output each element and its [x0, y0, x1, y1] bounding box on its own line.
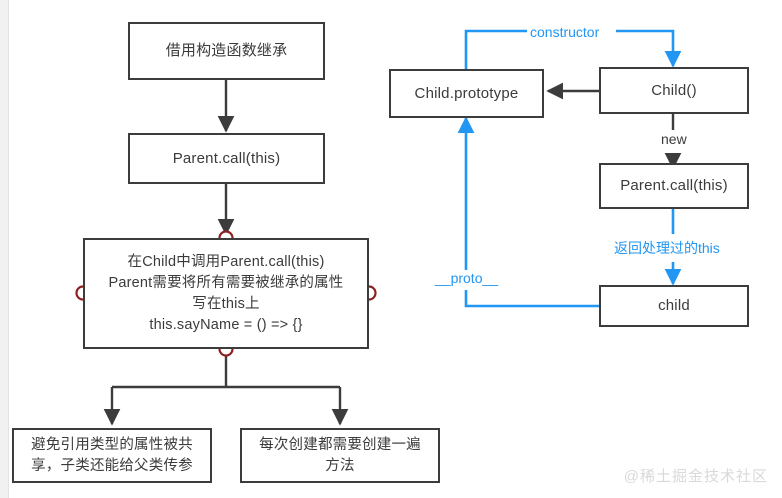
node-child-prototype[interactable]: Child.prototype [389, 69, 544, 118]
node-child-instance[interactable]: child [599, 285, 749, 327]
node-child-fn-label: Child() [651, 81, 697, 99]
node-pro-note-line-1: 避免引用类型的属性被共 [31, 436, 193, 453]
edge-label-new: new [658, 131, 690, 147]
edge-label-new-text: new [661, 131, 687, 147]
node-con-note-line-1: 每次创建都需要创建一遍 [259, 436, 421, 453]
node-child-fn[interactable]: Child() [599, 67, 749, 114]
watermark-text: @稀土掘金技术社区 [623, 468, 768, 485]
edge-detail-branch [103, 349, 349, 426]
edge-label-constructor-text: constructor [530, 24, 600, 40]
node-child-instance-label: child [658, 297, 690, 314]
edge-label-return-this: 返回处理过的this [611, 238, 723, 258]
node-detail-note-line-1: 在Child中调用Parent.call(this) [127, 253, 325, 270]
node-parent-call-this-label: Parent.call(this) [172, 149, 281, 167]
edge-label-proto: __proto__ [432, 270, 502, 286]
node-parent-call-this-right-label: Parent.call(this) [620, 177, 728, 194]
edge-label-proto-text: __proto__ [435, 270, 499, 286]
node-child-prototype-label: Child.prototype [414, 84, 519, 102]
node-pro-note-line-2: 享，子类还能给父类传参 [31, 457, 193, 474]
edge-label-return-this-text: 返回处理过的this [614, 240, 720, 256]
node-borrow-constructor-label: 借用构造函数继承 [165, 42, 288, 59]
node-borrow-constructor[interactable]: 借用构造函数继承 [128, 22, 325, 80]
node-pro-note[interactable]: 避免引用类型的属性被共 享，子类还能给父类传参 [12, 428, 212, 483]
node-con-note-line-2: 方法 [325, 457, 355, 474]
node-parent-call-this-right[interactable]: Parent.call(this) [599, 163, 749, 209]
watermark: @稀土掘金技术社区 [624, 465, 768, 486]
node-detail-note[interactable]: 在Child中调用Parent.call(this) Parent需要将所有需要… [83, 238, 369, 349]
node-con-note[interactable]: 每次创建都需要创建一遍 方法 [240, 428, 440, 483]
edge-label-constructor: constructor [527, 24, 603, 40]
node-detail-note-line-2: Parent需要将所有需要被继承的属性 [108, 274, 344, 291]
node-detail-note-line-3: 写在this上 [192, 295, 260, 312]
left-gutter-strip [0, 0, 9, 498]
node-parent-call-this[interactable]: Parent.call(this) [128, 133, 325, 184]
node-detail-note-line-4: this.sayName = () => {} [149, 316, 303, 333]
